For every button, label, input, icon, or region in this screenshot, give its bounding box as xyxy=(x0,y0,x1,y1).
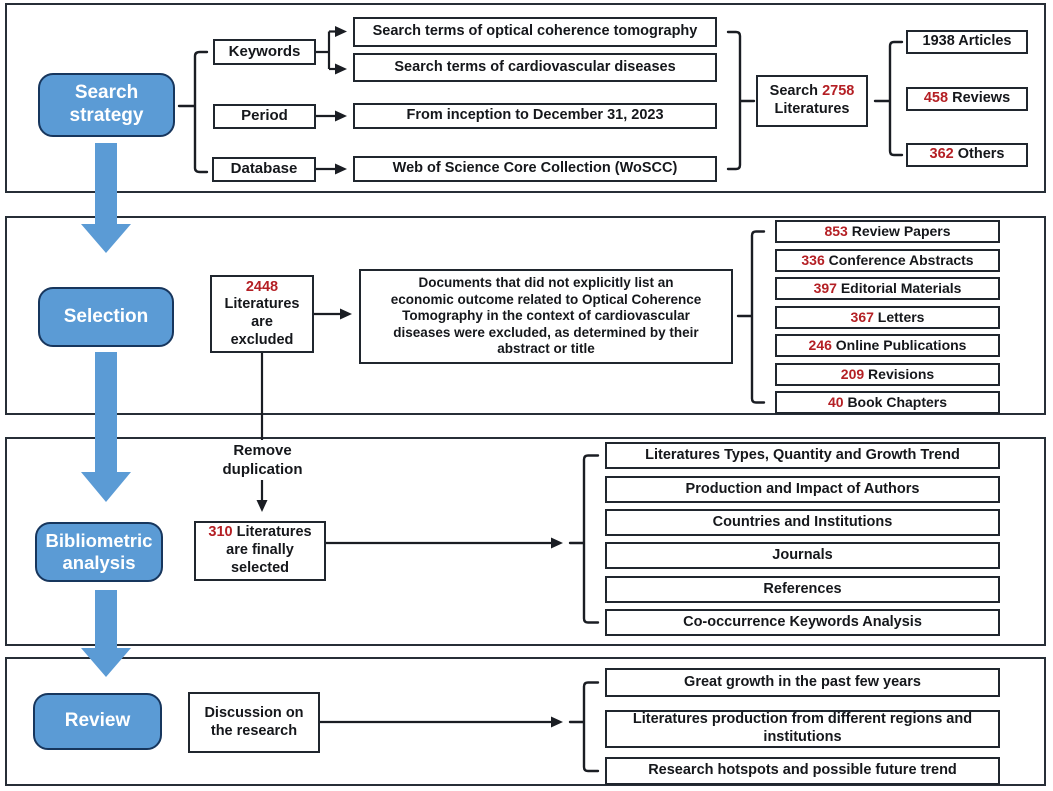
excluded-type-online-publications: 246 Online Publications xyxy=(775,334,1000,357)
panel-bibliometric-analysis xyxy=(5,437,1046,646)
flow-arrow-down-1 xyxy=(81,143,131,253)
articles-count: 1938 xyxy=(922,33,955,50)
type-label: Revisions xyxy=(868,365,935,382)
stage-search-strategy: Search strategy xyxy=(38,73,175,137)
type-count: 40 xyxy=(827,393,844,410)
type-count: 209 xyxy=(840,365,865,382)
others-label: Others xyxy=(957,146,1005,163)
brace-terms-to-result xyxy=(726,30,756,171)
excluded-count: 2448 xyxy=(245,278,279,295)
excluded-type-conference-abstracts: 336 Conference Abstracts xyxy=(775,249,1000,272)
exclusion-criteria-box: Documents that did not explicitly list a… xyxy=(359,269,733,364)
stage-bibliometric-analysis: Bibliometric analysis xyxy=(35,522,163,582)
panel-search-strategy xyxy=(5,3,1046,193)
stage-selection: Selection xyxy=(38,287,174,347)
brace-result-to-breakdown xyxy=(873,40,904,157)
outcome-hotspots-box: Research hotspots and possible future tr… xyxy=(605,757,1000,785)
type-count: 246 xyxy=(808,336,832,353)
type-count: 336 xyxy=(801,251,825,268)
search-result-suffix: Literatures xyxy=(774,101,850,117)
excluded-type-editorial-materials: 397 Editorial Materials xyxy=(775,277,1000,300)
keywords-box: Keywords xyxy=(213,39,316,65)
type-count: 853 xyxy=(824,222,848,239)
outcome-growth-box: Great growth in the past few years xyxy=(605,668,1000,697)
period-box: Period xyxy=(213,104,316,129)
brace-criteria-to-excluded-types xyxy=(736,230,766,404)
analysis-countries-institutions-box: Countries and Institutions xyxy=(605,509,1000,536)
analysis-keywords-box: Co-occurrence Keywords Analysis xyxy=(605,609,1000,636)
search-terms-cvd-box: Search terms of cardiovascular diseases xyxy=(353,53,717,82)
excluded-type-book-chapters: 40 Book Chapters xyxy=(775,391,1000,414)
database-value-box: Web of Science Core Collection (WoSCC) xyxy=(353,156,717,182)
type-label: Book Chapters xyxy=(847,393,948,410)
reviews-count: 458 xyxy=(923,90,949,107)
search-terms-oct-box: Search terms of optical coherence tomogr… xyxy=(353,17,717,47)
brace-search-strategy-to-labels xyxy=(177,50,209,174)
analysis-types-quantity-box: Literatures Types, Quantity and Growth T… xyxy=(605,442,1000,469)
type-label: Conference Abstracts xyxy=(828,251,974,268)
reviews-label: Reviews xyxy=(952,90,1011,107)
type-label: Review Papers xyxy=(851,222,951,239)
keywords-split-line xyxy=(316,31,331,69)
breakdown-reviews-box: 458 Reviews xyxy=(906,87,1028,111)
stage-review: Review xyxy=(33,693,162,750)
type-count: 397 xyxy=(813,279,837,296)
excluded-type-review-papers: 853 Review Papers xyxy=(775,220,1000,243)
search-result-count: 2758 xyxy=(822,83,855,100)
breakdown-others-box: 362 Others xyxy=(906,143,1028,167)
excluded-type-letters: 367 Letters xyxy=(775,306,1000,329)
period-value-box: From inception to December 31, 2023 xyxy=(353,103,717,129)
selected-text: Literatures are finally selected xyxy=(226,524,312,576)
type-label: Letters xyxy=(877,308,925,325)
remove-duplication-label: Remove duplication xyxy=(205,440,320,480)
search-result-prefix: Search xyxy=(769,83,819,100)
selected-count: 310 xyxy=(208,524,233,541)
brace-analyses-list xyxy=(568,454,600,624)
type-label: Editorial Materials xyxy=(840,279,962,296)
analysis-authors-box: Production and Impact of Authors xyxy=(605,476,1000,503)
search-result-box: Search 2758 Literatures xyxy=(756,75,868,127)
database-box: Database xyxy=(212,157,316,182)
panel-review xyxy=(5,657,1046,786)
analysis-references-box: References xyxy=(605,576,1000,603)
articles-label: Articles xyxy=(958,33,1012,50)
selected-count-box: 310 Literatures are finally selected xyxy=(194,521,326,581)
excluded-text: Literatures are excluded xyxy=(224,296,300,348)
type-count: 367 xyxy=(850,308,874,325)
brace-outcomes-list xyxy=(568,681,600,773)
breakdown-articles-box: 1938 Articles xyxy=(906,30,1028,54)
outcome-regions-box: Literatures production from different re… xyxy=(605,710,1000,748)
flow-arrow-down-3 xyxy=(81,590,131,677)
type-label: Online Publications xyxy=(835,336,967,353)
discussion-box: Discussion on the research xyxy=(188,692,320,753)
panel-selection xyxy=(5,216,1046,415)
flow-arrow-down-2 xyxy=(81,352,131,502)
analysis-journals-box: Journals xyxy=(605,542,1000,569)
excluded-type-revisions: 209 Revisions xyxy=(775,363,1000,386)
others-count: 362 xyxy=(929,146,954,163)
